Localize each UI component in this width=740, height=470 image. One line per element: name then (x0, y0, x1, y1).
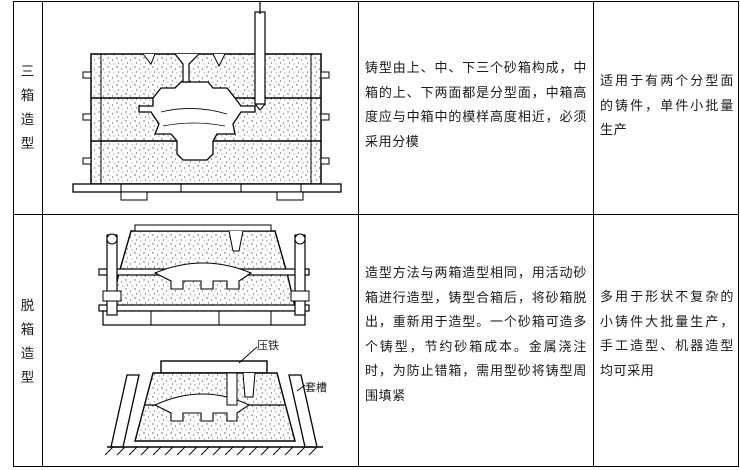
sleeve (110, 374, 140, 448)
row-name-line: 造型 (20, 112, 36, 152)
row-description: 铸型由上、中、下三个砂箱构成，中箱的上、下两面都是分型面，中箱高度应与中箱中的模… (365, 61, 587, 150)
three-flask-diagram (72, 2, 342, 201)
row-name-line: 造型 (20, 345, 36, 386)
guide-pin (106, 234, 118, 316)
row-description: 造型方法与两箱造型相同，用活动砂箱进行造型，铸型合箱后，将砂箱脱出，重新用于造型… (365, 266, 587, 404)
row-name-cell: 三箱 造型 (14, 2, 42, 214)
flaskless-figure: 压铁 套槽 (43, 215, 358, 468)
flaskless-diagram (98, 224, 323, 456)
vent-rod (254, 11, 266, 105)
label-press-iron: 压铁 (257, 339, 279, 352)
row-name-cell: 脱箱 造型 (14, 215, 42, 468)
row-divider (14, 214, 738, 215)
row-applications: 适用于有两个分型面的铸件，单件小批量生产 (600, 74, 734, 138)
pattern-cavity (138, 81, 256, 161)
bottom-board (72, 183, 342, 193)
row-applications: 多用于形状不复杂的小铸件大批量生产，手工造型、机器造型均可采用 (600, 290, 734, 379)
press-iron (160, 360, 268, 374)
col-divider (358, 2, 359, 466)
col-divider (42, 2, 43, 466)
guide-pin (294, 234, 306, 316)
row-name-line: 三箱 (20, 64, 36, 104)
row-name-line: 脱箱 (20, 297, 36, 338)
method-table: 三箱 造型 (13, 1, 739, 467)
label-sleeve: 套槽 (305, 381, 327, 394)
col-divider (593, 2, 594, 466)
three-flask-figure (43, 2, 358, 214)
